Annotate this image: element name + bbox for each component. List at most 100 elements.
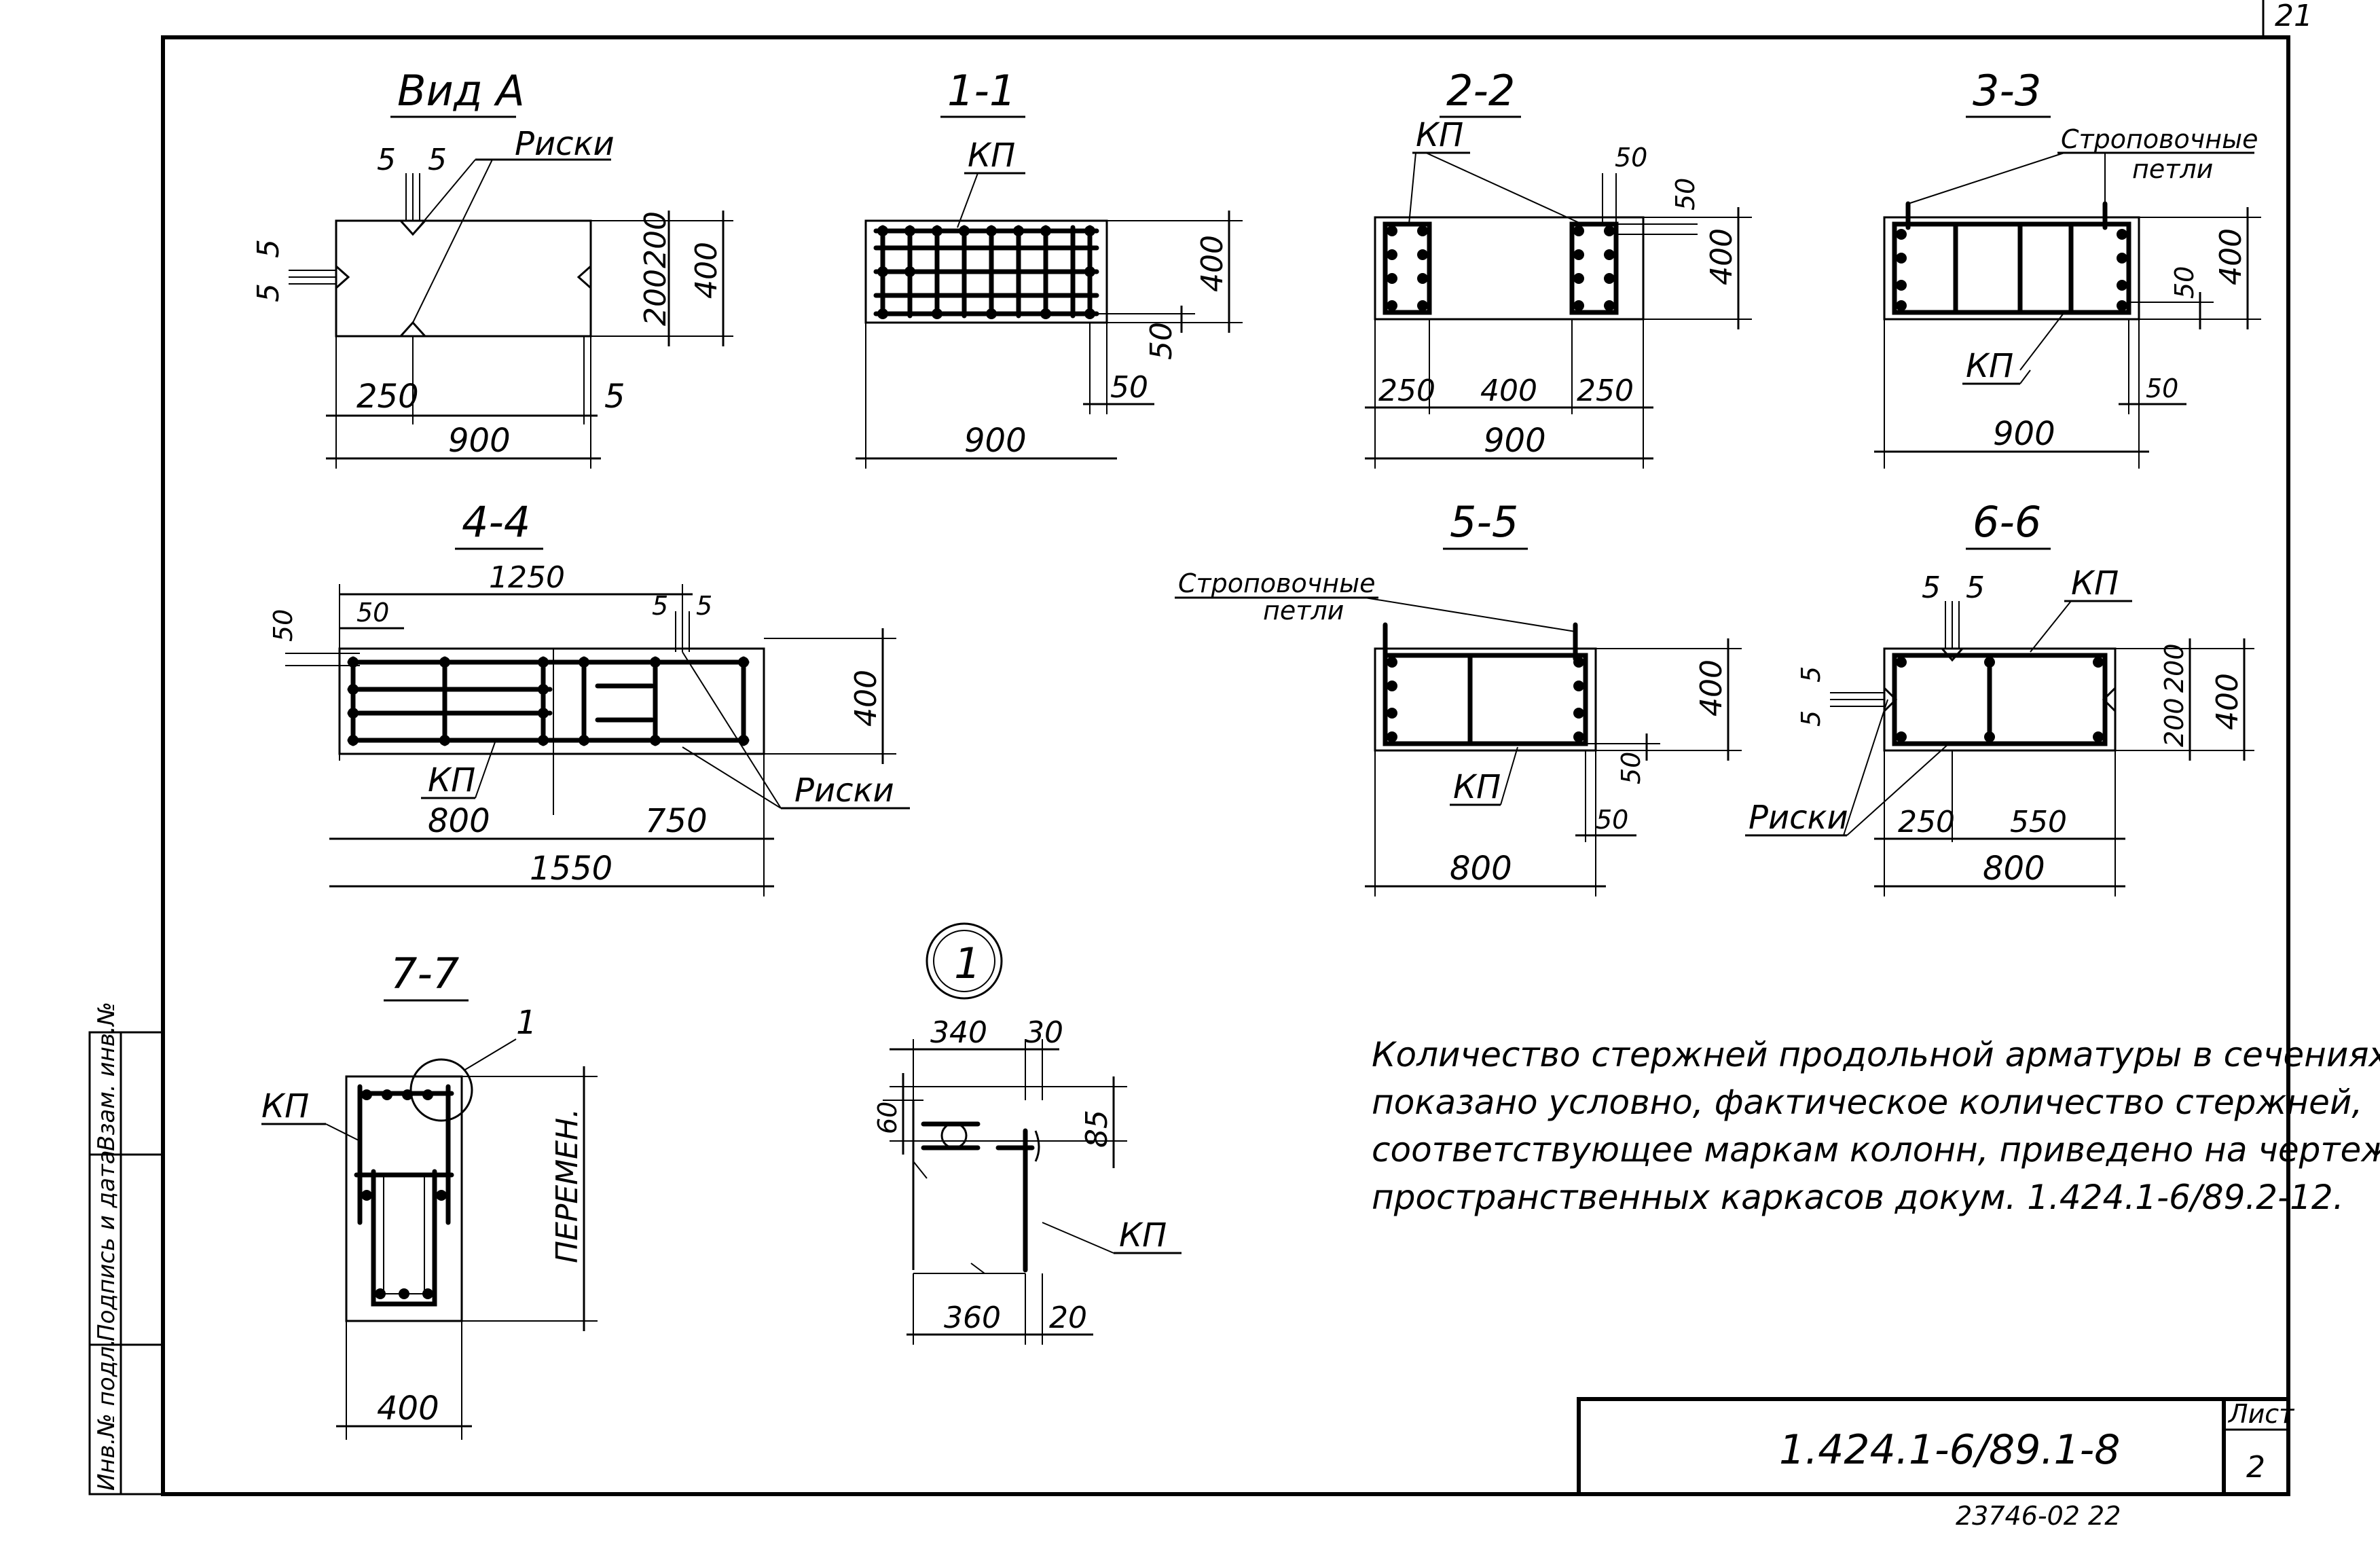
- rebar-dot: [399, 1288, 409, 1299]
- view-a-dim-5e: 5: [604, 378, 625, 416]
- section-2-2-title: 2-2: [1446, 66, 1515, 115]
- section-7-7-dim-variable: ПЕРЕМЕН.: [550, 1108, 585, 1263]
- node-1-kp-label: КП: [1119, 1216, 1167, 1254]
- section-2-2-kp-label: КП: [1416, 116, 1463, 154]
- section-6-6-marks-label: Риски: [1749, 799, 1848, 837]
- view-a-dim-5d: 5: [251, 283, 286, 302]
- view-a-dim-250: 250: [356, 378, 419, 416]
- stamp-cell-inventory: Инв.№ подл.: [93, 1339, 120, 1491]
- rebar-dot: [1896, 657, 1907, 668]
- rebar-dot: [382, 1089, 392, 1100]
- section-4-4-dim-800: 800: [428, 802, 490, 840]
- section-3-3-dim-900: 900: [1993, 415, 2055, 453]
- section-5-5: 5-5 Строповочные петли 400 50 50 КП 800: [1175, 497, 1742, 896]
- node-1-dim-340: 340: [930, 1015, 987, 1050]
- rebar-dot: [1417, 249, 1428, 260]
- rebar-dot: [439, 657, 450, 668]
- stamp-cell-signature: Подпись и дата: [93, 1150, 120, 1341]
- view-a-dim-5a: 5: [377, 143, 396, 177]
- rebar-dot: [904, 225, 915, 236]
- rebar-dot: [1604, 249, 1615, 260]
- rebar-dot: [1984, 657, 1995, 668]
- rebar-dot: [375, 1288, 386, 1299]
- view-a-dim-400: 400: [689, 242, 724, 299]
- section-4-4-dim-400: 400: [849, 670, 883, 727]
- section-4-4-dim-1250: 1250: [489, 560, 565, 595]
- note-line-4: пространственных каркасов докум. 1.424.1…: [1372, 1178, 2344, 1217]
- view-a-dim-200b: 200: [638, 269, 673, 326]
- section-2-2-dim-250a: 250: [1378, 374, 1435, 408]
- section-6-6-title: 6-6: [1973, 497, 2041, 547]
- rebar-dot: [2093, 657, 2104, 668]
- rebar-dot: [877, 225, 888, 236]
- section-5-5-dim-50b: 50: [1596, 805, 1628, 835]
- section-4-4-dim-50a: 50: [356, 598, 389, 628]
- section-2-2-dim-50b: 50: [1670, 178, 1700, 211]
- section-7-7-title: 7-7: [390, 949, 459, 998]
- rebar-dot: [1604, 273, 1615, 284]
- rebar-dot: [538, 708, 549, 719]
- section-6-6-dim-5b: 5: [1966, 570, 1985, 605]
- corner-sheet-number: 21: [2275, 0, 2313, 33]
- rebar-dot: [986, 308, 997, 319]
- rebar-dot: [348, 735, 359, 746]
- section-5-5-loops-label-1: Строповочные: [1178, 568, 1375, 598]
- section-5-5-loops-label-2: петли: [1263, 596, 1344, 626]
- rebar-dot: [2117, 300, 2127, 311]
- section-4-4-dim-50b: 50: [268, 609, 298, 642]
- rebar-dot: [1040, 225, 1051, 236]
- rebar-dot: [877, 266, 888, 277]
- section-6-6-dim-5a: 5: [1922, 570, 1941, 605]
- section-4-4-marks-label: Риски: [794, 772, 894, 810]
- section-1-1: 1-1 КП 400 50 50 900: [856, 66, 1243, 469]
- rebar-dot: [538, 735, 549, 746]
- node-1-detail: 1 340 30 60 85 КП 360 20: [873, 922, 1182, 1345]
- section-3-3-dim-50a: 50: [2170, 266, 2199, 299]
- title-block: 1.424.1-6/89.1-8 Лист 2 23746-02 22: [1577, 1397, 2295, 1531]
- rebar-dot: [1387, 681, 1397, 691]
- rebar-dot: [2117, 253, 2127, 264]
- sheet-number: 2: [2246, 1450, 2265, 1485]
- section-1-1-dim-50b: 50: [1110, 370, 1148, 405]
- section-6-6-dim-550: 550: [2010, 805, 2067, 839]
- view-a: Вид А Риски 5 5 5 5 200 200 400 250 5 90…: [251, 66, 733, 469]
- rebar-dot: [1387, 708, 1397, 719]
- rebar-dot: [538, 684, 549, 695]
- node-1-marker: 1: [954, 939, 981, 988]
- section-6-6-dim-5c: 5: [1796, 666, 1826, 683]
- rebar-dot: [2117, 229, 2127, 240]
- rebar-dot: [1573, 731, 1584, 742]
- section-4-4-dim-5b: 5: [696, 591, 712, 621]
- rebar-dot: [1573, 249, 1584, 260]
- node-1-dim-85: 85: [1080, 1110, 1114, 1148]
- section-2-2: 2-2 КП 50 50 400 250 400 250 900: [1365, 66, 1752, 469]
- section-2-2-dim-50a: 50: [1615, 143, 1647, 173]
- rebar-dot: [904, 266, 915, 277]
- rebar-dot: [986, 225, 997, 236]
- rebar-dot: [1387, 249, 1397, 260]
- section-4-4-kp-label: КП: [428, 761, 475, 799]
- section-6-6-dim-200b: 200: [2159, 697, 2189, 747]
- section-3-3-kp-label: КП: [1966, 347, 2013, 385]
- rebar-dot: [932, 225, 942, 236]
- rebar-dot: [650, 657, 661, 668]
- sheet-label: Лист: [2227, 1399, 2295, 1429]
- rebar-dot: [1387, 300, 1397, 311]
- note-line-2: показано условно, фактическое количество…: [1372, 1083, 2362, 1122]
- rebar-dot: [1896, 300, 1907, 311]
- section-6-6-dim-800: 800: [1983, 850, 2045, 888]
- rebar-dot: [1387, 731, 1397, 742]
- rebar-dot: [959, 225, 970, 236]
- rebar-dot: [1573, 225, 1584, 236]
- rebar-dot: [1387, 225, 1397, 236]
- rebar-dot: [650, 735, 661, 746]
- section-1-1-dim-50a: 50: [1144, 322, 1179, 360]
- rebar-dot: [538, 657, 549, 668]
- section-7-7: 7-7 1 КП ПЕРЕМЕН. 400: [261, 949, 598, 1440]
- section-6-6-dim-5d: 5: [1796, 710, 1826, 727]
- section-6-6-dim-400: 400: [2210, 673, 2245, 730]
- section-1-1-dim-900: 900: [964, 422, 1027, 460]
- rebar-dot: [1896, 229, 1907, 240]
- rebar-dot: [422, 1288, 433, 1299]
- section-1-1-dim-400: 400: [1195, 235, 1230, 292]
